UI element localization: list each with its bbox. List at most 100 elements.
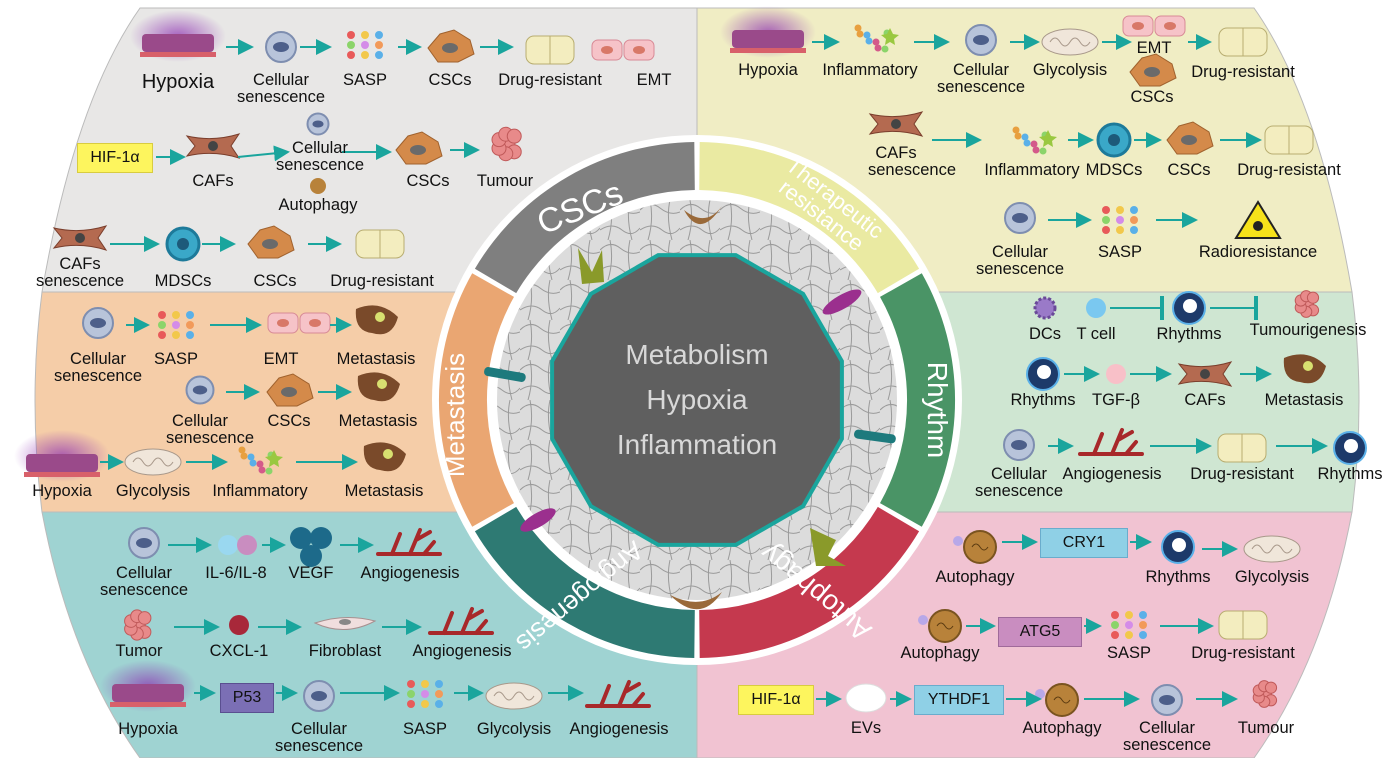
autophagosome-icon	[918, 609, 962, 643]
label: EVs	[850, 719, 882, 737]
label: Metastasis	[338, 412, 418, 430]
sasp-icon	[158, 311, 194, 339]
drug-capsule-icon	[355, 229, 405, 259]
tumour-icon	[1294, 290, 1320, 318]
label: CXCL-1	[209, 642, 269, 660]
label: IL-6/IL-8	[205, 564, 267, 582]
emt-icon	[267, 312, 331, 334]
senescent-cell-icon	[128, 527, 160, 559]
icon-layer	[14, 6, 1367, 717]
atg5-box: ATG5	[998, 617, 1082, 647]
molecule-icon	[1086, 298, 1106, 318]
circadian-clock-icon	[1161, 530, 1195, 564]
label: Metastasis	[344, 482, 424, 500]
senescent-cell-icon	[306, 112, 330, 136]
csc-icon	[395, 131, 443, 165]
label: Cellular	[253, 71, 309, 89]
label: senescence	[274, 737, 364, 755]
label: Rhythms	[1145, 568, 1211, 586]
senescent-cell-icon	[303, 680, 335, 712]
center-metabolism: Metabolism	[625, 339, 769, 370]
label: CAFs	[875, 144, 917, 162]
mitochondria-icon	[1243, 535, 1301, 563]
label: Drug-resistant	[1191, 63, 1295, 81]
csc-icon	[427, 29, 475, 63]
label: Tumourigenesis	[1249, 321, 1367, 339]
drug-capsule-icon	[1218, 27, 1268, 57]
label: EMT	[263, 350, 299, 368]
arrow-layer	[100, 34, 1328, 707]
tumour-icon	[491, 126, 522, 162]
drug-capsule-icon	[1264, 125, 1314, 155]
label: Angiogenesis	[412, 642, 512, 660]
angiogenesis-vessel-icon	[585, 680, 651, 708]
radiation-icon	[1234, 200, 1282, 239]
label: VEGF	[288, 564, 334, 582]
rod-cell	[484, 367, 526, 382]
hypoxia-tissue-icon	[720, 6, 816, 58]
tumour-icon	[1252, 680, 1278, 708]
circadian-clock-icon	[1026, 357, 1060, 391]
label: MDSCs	[1085, 161, 1143, 179]
label: senescence	[974, 482, 1064, 500]
label: Rhythms	[1317, 465, 1383, 483]
hypoxia-tissue-icon	[130, 10, 226, 62]
label: CAFs	[192, 172, 234, 190]
ring-segment-rhythm	[880, 273, 956, 527]
label: Drug-resistant	[1237, 161, 1341, 179]
label: CSCs	[428, 71, 472, 89]
oval-cell	[822, 289, 862, 315]
senescent-cell-icon	[265, 31, 297, 63]
label: Cellular	[953, 61, 1009, 79]
hif-box: HIF-1α	[77, 143, 153, 173]
molecule-icon	[218, 535, 238, 555]
caf-icon	[185, 133, 241, 159]
label: Drug-resistant	[1191, 644, 1295, 662]
drug-capsule-icon	[1217, 433, 1267, 463]
label: Metastasis	[336, 350, 416, 368]
crescent-cell	[670, 592, 722, 610]
label: Cellular	[70, 350, 126, 368]
caf-icon	[868, 111, 924, 137]
label: Glycolysis	[1032, 61, 1108, 79]
drug-capsule-icon	[525, 35, 575, 65]
label: Angiogenesis	[360, 564, 460, 582]
label: Fibroblast	[308, 642, 382, 660]
label: Cellular	[172, 412, 228, 430]
label: CSCs	[253, 272, 297, 290]
extracellular-vesicle-icon	[845, 683, 887, 713]
crescent-cell	[684, 206, 722, 225]
label: Cellular	[116, 564, 172, 582]
molecule-icon	[1106, 364, 1126, 384]
label: Angiogenesis	[1062, 465, 1162, 483]
label: Autophagy	[278, 196, 358, 214]
rod-cell	[854, 429, 896, 444]
flow-arrow	[237, 145, 290, 162]
label: senescence	[53, 367, 143, 385]
label: EMT	[1136, 39, 1172, 57]
inflammatory-icon	[1012, 126, 1057, 155]
label: MDSCs	[154, 272, 212, 290]
label: Tumour	[1237, 719, 1295, 737]
mitochondria-icon	[124, 448, 182, 476]
label: Cellular	[992, 243, 1048, 261]
label: Hypoxia	[738, 61, 798, 79]
label: CSCs	[267, 412, 311, 430]
mitochondria-icon	[485, 682, 543, 710]
label: senescence	[1122, 736, 1212, 754]
sasp-icon	[407, 680, 443, 708]
caf-icon	[1177, 361, 1233, 387]
ring-segment-autophagy	[699, 506, 920, 658]
label: Autophagy	[900, 644, 980, 662]
label: Drug-resistant	[330, 272, 434, 290]
label: CAFs	[1184, 391, 1226, 409]
mdsc-icon	[1096, 122, 1132, 158]
ring	[438, 142, 956, 658]
label: senescence	[35, 272, 125, 290]
csc-icon	[1129, 53, 1177, 87]
autophagosome-icon	[953, 530, 997, 564]
label: CSCs	[406, 172, 450, 190]
label: Radioresistance	[1198, 243, 1318, 261]
senescent-cell-icon	[965, 24, 997, 56]
